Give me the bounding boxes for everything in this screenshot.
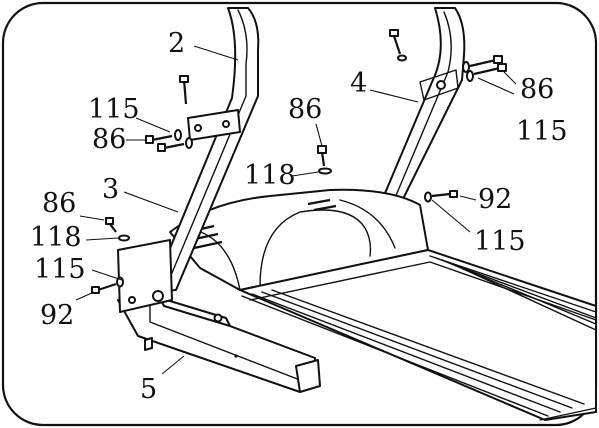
callout-92-lower-left: 92	[40, 300, 74, 331]
bolt-86-top-right-vertical	[389, 29, 407, 62]
bolt-92-right	[424, 190, 458, 203]
callout-115-upper-left: 115	[88, 94, 140, 125]
callout-86-center: 86	[288, 94, 322, 125]
leader-lines	[75, 45, 517, 375]
bolt-86-top-left-vertical	[179, 75, 189, 105]
bolt-86-right-2	[466, 63, 507, 82]
upright-left-part-3	[117, 7, 260, 313]
callout-4: 4	[350, 68, 367, 99]
hardware-bolts	[91, 29, 507, 294]
callout-115-lower-left: 115	[34, 254, 86, 285]
bolt-86-lower-left	[105, 217, 130, 242]
callout-92-right: 92	[478, 184, 512, 215]
callout-118-lower-left: 118	[30, 222, 82, 253]
running-deck	[239, 249, 597, 421]
motor-hood	[169, 188, 429, 291]
callout-labels: 2 4 3 5 86 115 86 118 86 115 86 118 115 …	[30, 28, 568, 405]
upright-right-part-4	[379, 7, 466, 206]
callout-5: 5	[140, 374, 157, 405]
bolt-86-center	[317, 145, 332, 175]
bolt-86-upper-left-2	[157, 137, 193, 152]
callout-2: 2	[168, 28, 185, 59]
callout-115-lower-right: 115	[474, 226, 526, 257]
callout-118-center: 118	[244, 160, 296, 191]
callout-86-upper-left: 86	[92, 124, 126, 155]
bolt-86-upper-left	[145, 129, 182, 144]
callout-86-right: 86	[520, 74, 554, 105]
callout-86-lower-left: 86	[42, 188, 76, 219]
callout-115-right: 115	[516, 116, 568, 147]
bolt-92-lower-left	[91, 276, 124, 294]
callout-3: 3	[102, 174, 119, 205]
